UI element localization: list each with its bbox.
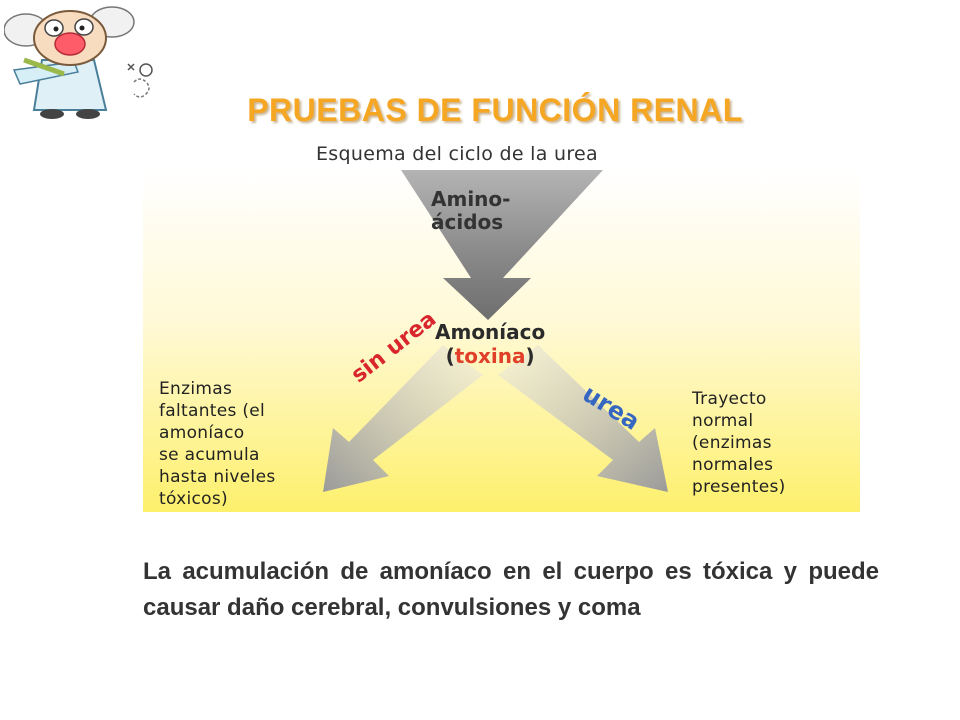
arrow-left-down bbox=[323, 345, 483, 492]
slide-title: PRUEBAS DE FUNCIÓN RENAL bbox=[247, 92, 743, 128]
left-line: Enzimas bbox=[159, 379, 233, 399]
ammonia-toxin-line: (toxina) bbox=[435, 344, 545, 368]
diagram-arrows bbox=[323, 170, 668, 492]
amino-acids-label: Amino- ácidos bbox=[431, 188, 510, 234]
right-line: (enzimas bbox=[692, 433, 772, 453]
urea-cycle-diagram: Amino- ácidos Amoníaco (toxina) sin urea… bbox=[143, 170, 860, 512]
toxin-word: toxina bbox=[454, 344, 526, 368]
right-line: normal bbox=[692, 411, 754, 431]
right-line: normales bbox=[692, 455, 774, 475]
amino-line-2: ácidos bbox=[431, 210, 504, 234]
amino-line-1: Amino- bbox=[431, 187, 511, 211]
diagram-header: Esquema del ciclo de la urea bbox=[316, 143, 598, 165]
arrow-right-down bbox=[498, 345, 668, 492]
paren-close: ) bbox=[525, 344, 535, 368]
slide-caption: La acumulación de amoníaco en el cuerpo … bbox=[143, 558, 879, 621]
left-line: amoníaco bbox=[159, 423, 245, 443]
normal-path-text: Trayecto normal (enzimas normales presen… bbox=[692, 388, 786, 498]
left-line: tóxicos) bbox=[159, 489, 228, 509]
right-line: presentes) bbox=[692, 477, 786, 497]
left-line: se acumula bbox=[159, 445, 260, 465]
arrow-down bbox=[401, 170, 603, 320]
missing-enzymes-text: Enzimas faltantes (el amoníaco se acumul… bbox=[159, 378, 276, 510]
paren-open: ( bbox=[445, 344, 455, 368]
scientist-mascot-icon bbox=[4, 6, 153, 119]
left-line: faltantes (el bbox=[159, 401, 266, 421]
ammonia-line: Amoníaco bbox=[435, 320, 546, 344]
left-line: hasta niveles bbox=[159, 467, 276, 487]
right-line: Trayecto bbox=[692, 389, 767, 409]
ammonia-label: Amoníaco (toxina) bbox=[435, 320, 545, 368]
